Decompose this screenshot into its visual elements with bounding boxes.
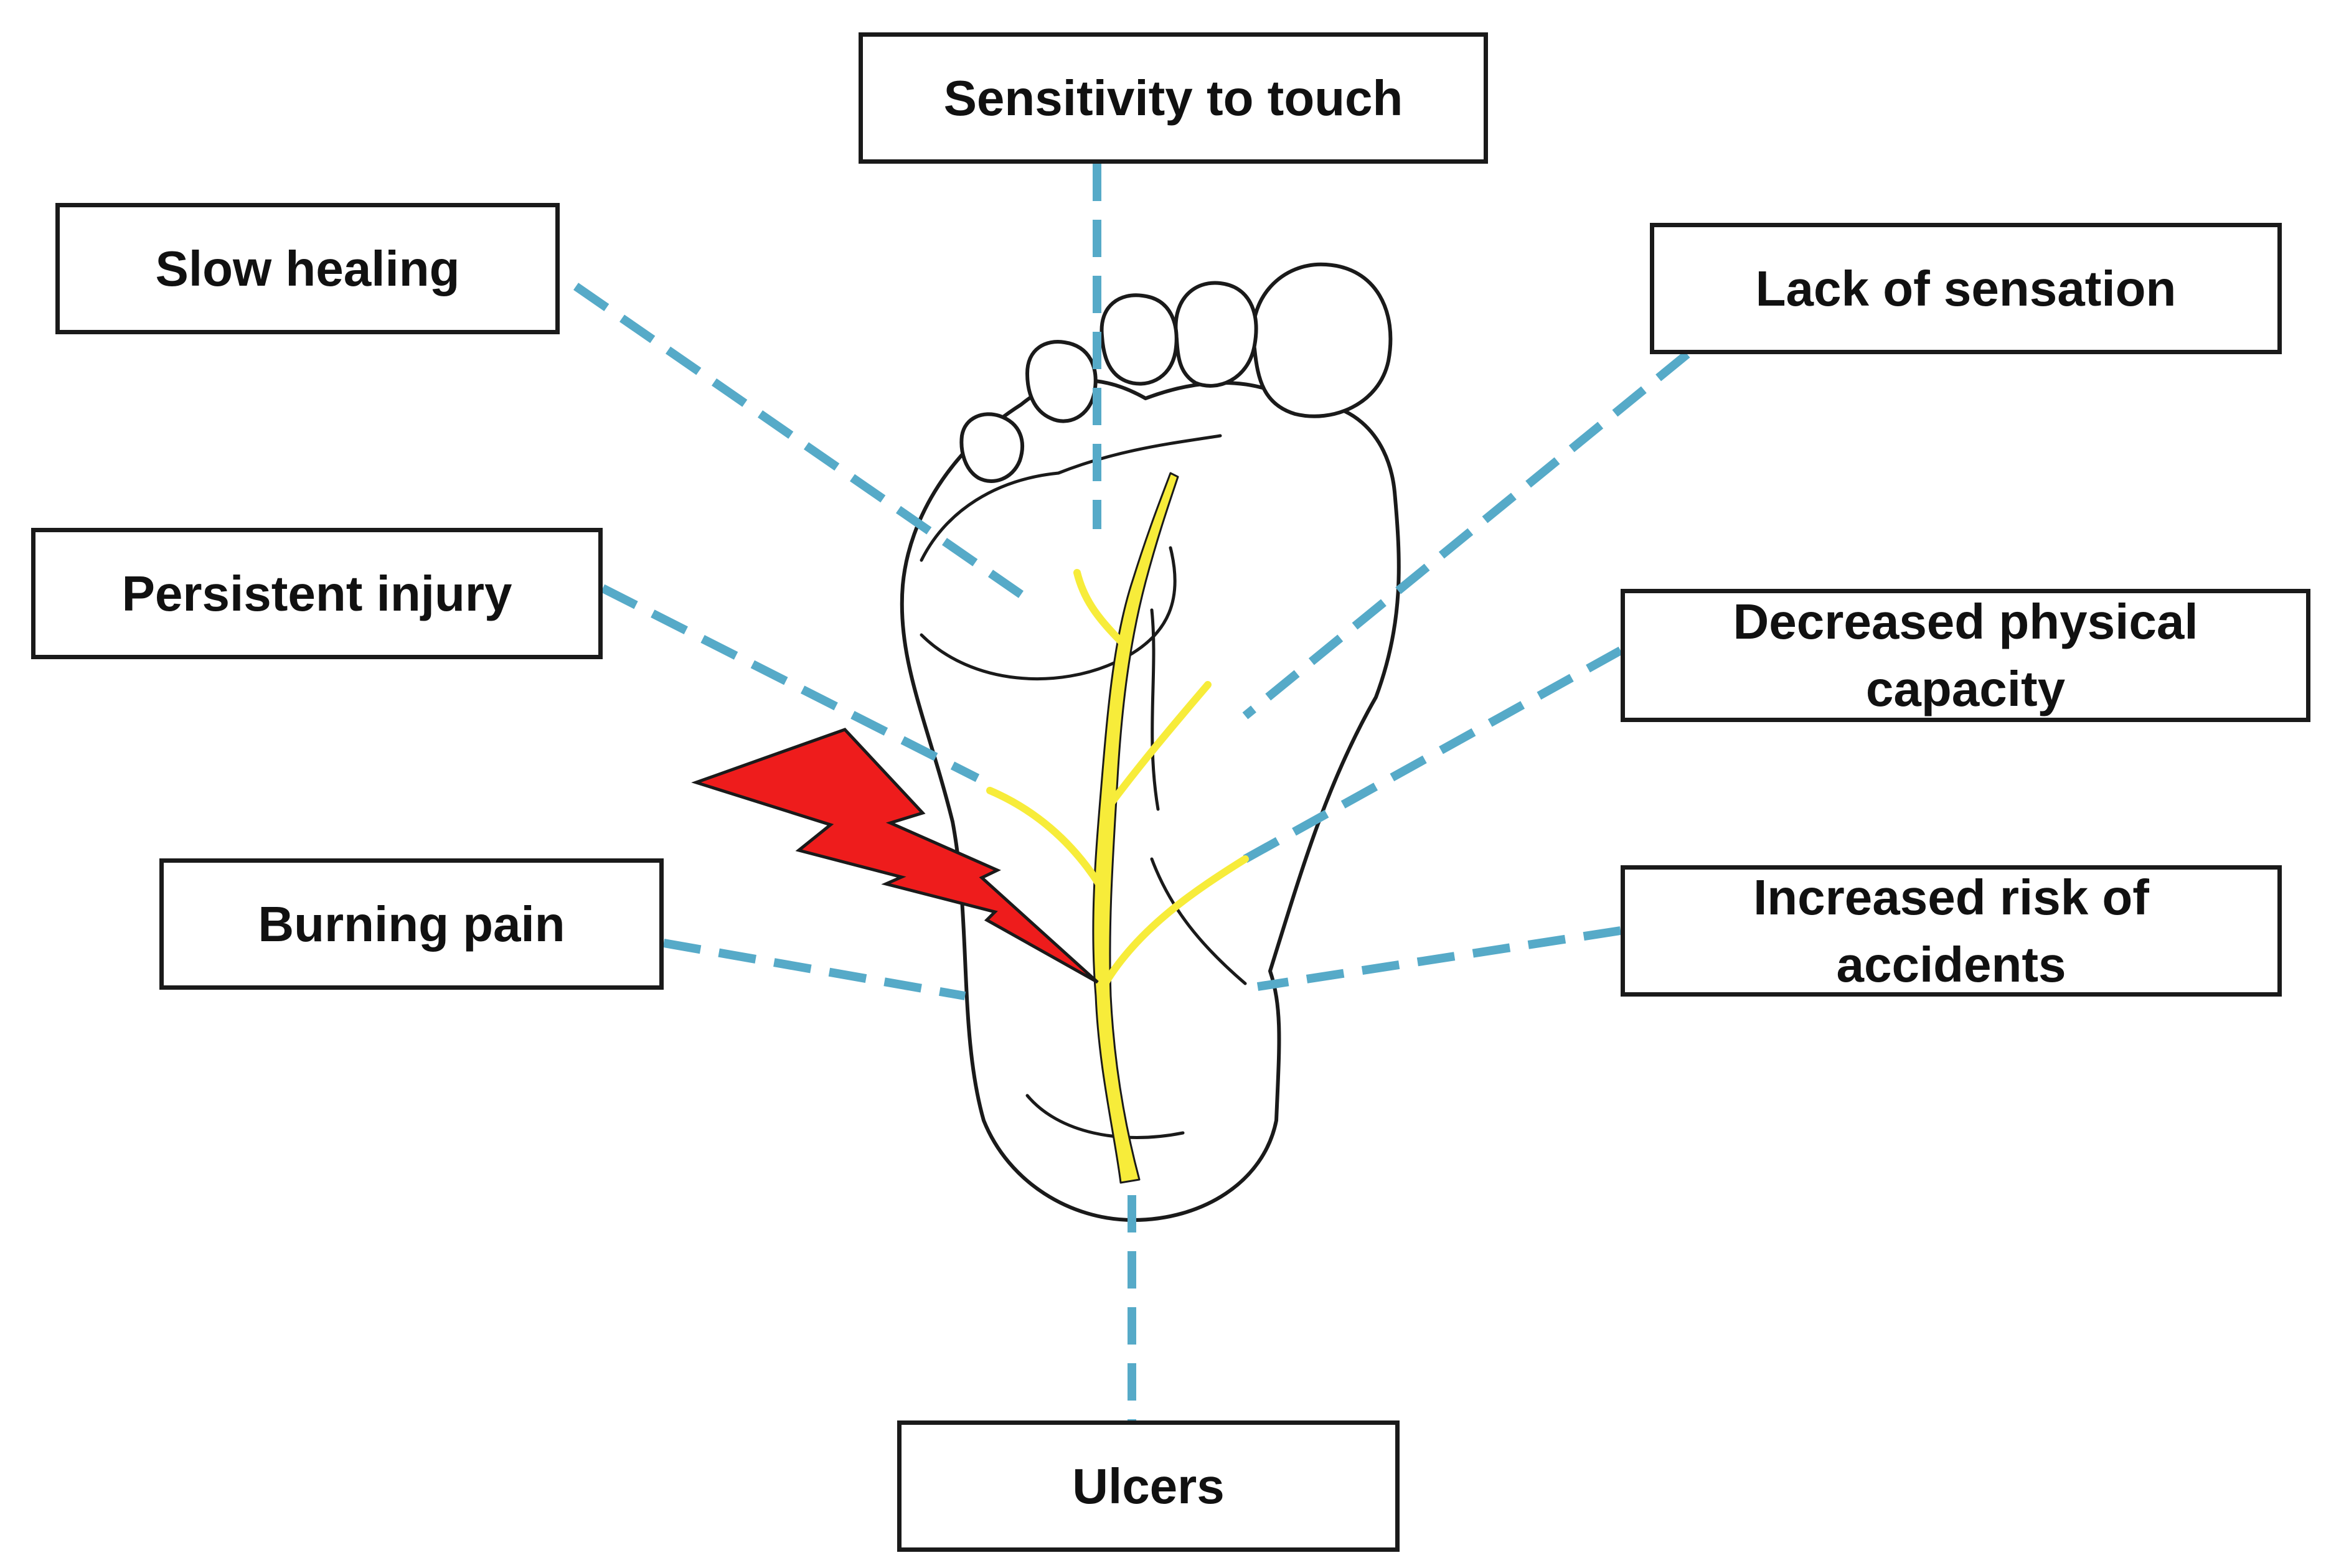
label-text: Increased risk of accidents bbox=[1753, 869, 2149, 992]
label-text: Burning pain bbox=[258, 896, 565, 952]
nerve-branch-left bbox=[986, 787, 1103, 888]
nerve-branch-lower-right bbox=[1101, 855, 1249, 987]
label-increased-risk-of-accidents: Increased risk of accidents bbox=[1621, 865, 2282, 997]
ball-bottom-line bbox=[920, 546, 1177, 681]
connector-burning-pain bbox=[662, 939, 966, 1000]
label-text: Lack of sensation bbox=[1755, 260, 2177, 316]
fourth-toe bbox=[1025, 340, 1098, 423]
nerve-icon bbox=[986, 472, 1249, 1184]
second-toe bbox=[1174, 281, 1258, 388]
big-toe bbox=[1251, 262, 1393, 418]
lightning-bolt-icon bbox=[691, 728, 1099, 984]
label-decreased-physical-capacity: Decreased physical capacity bbox=[1621, 589, 2310, 722]
connector-lines bbox=[573, 164, 1690, 1420]
label-burning-pain: Burning pain bbox=[159, 858, 664, 990]
label-text: Slow healing bbox=[155, 240, 460, 296]
label-text: Decreased physical capacity bbox=[1733, 594, 2198, 716]
nerve-branch-right bbox=[1108, 681, 1212, 807]
label-text: Ulcers bbox=[1072, 1458, 1225, 1514]
connector-slow-healing bbox=[573, 283, 1024, 598]
third-toe bbox=[1099, 293, 1179, 386]
connector-decreased-capacity bbox=[1243, 646, 1623, 863]
label-lack-of-sensation: Lack of sensation bbox=[1650, 223, 2282, 354]
arch-inner-line bbox=[1150, 608, 1160, 811]
nerve-branch-upper-left bbox=[1073, 569, 1124, 645]
arch-line bbox=[1150, 857, 1247, 985]
foot-sole-icon bbox=[900, 262, 1401, 1222]
heel-line bbox=[1025, 1094, 1185, 1139]
label-persistent-injury: Persistent injury bbox=[31, 528, 603, 659]
label-slow-healing: Slow healing bbox=[55, 203, 560, 334]
connector-lack-of-sensation bbox=[1242, 350, 1690, 720]
sole-contours bbox=[920, 434, 1247, 1139]
nerve-trunk bbox=[1092, 472, 1179, 1184]
label-text: Persistent injury bbox=[121, 565, 512, 621]
connector-increased-risk bbox=[1256, 926, 1622, 991]
ball-line bbox=[920, 434, 1222, 562]
label-text: Sensitivity to touch bbox=[943, 70, 1403, 126]
little-toe bbox=[959, 412, 1024, 483]
label-ulcers: Ulcers bbox=[897, 1420, 1400, 1552]
foot-outline bbox=[900, 378, 1401, 1222]
connector-persistent-injury bbox=[600, 584, 980, 782]
label-sensitivity-to-touch: Sensitivity to touch bbox=[859, 32, 1488, 164]
